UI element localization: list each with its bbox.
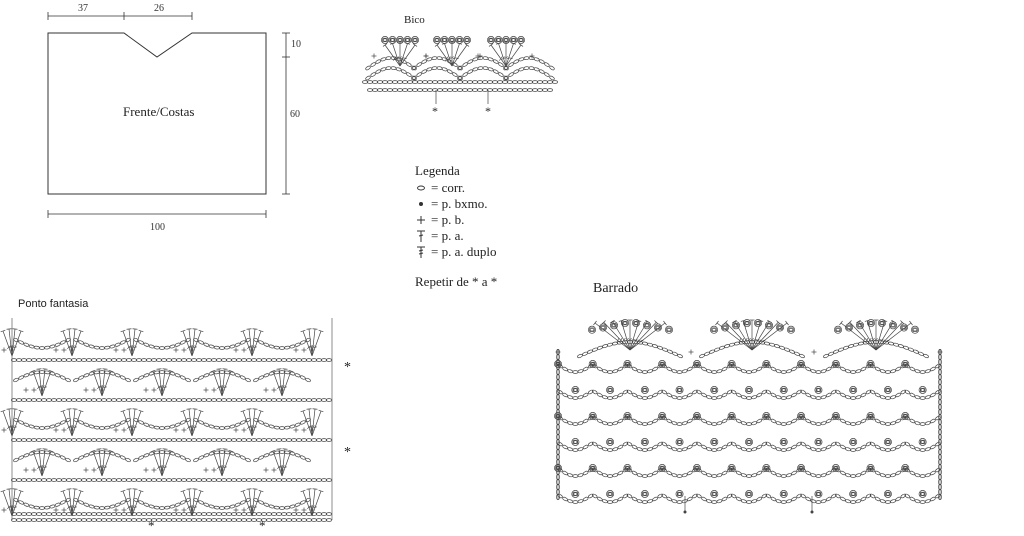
bico-title: Bico (404, 14, 425, 26)
legend-text-dc: = p. a. (431, 228, 464, 243)
dim-top-left: 37 (78, 3, 88, 14)
legend-text-chain: = corr. (431, 180, 466, 195)
barrado-title: Barrado (593, 281, 639, 296)
dim-bottom: 100 (150, 222, 165, 233)
ponto-repeat-bottom-1: * (148, 518, 155, 533)
dc-icon (417, 230, 425, 242)
legend-text-slip: = p. bxmo. (431, 196, 488, 211)
legend-item-sc: = p. b. (415, 212, 497, 228)
barrado-chart (554, 319, 943, 514)
ponto-repeat-right-1: * (344, 360, 351, 375)
ponto-repeat-bottom-2: * (259, 518, 266, 533)
legend-item-chain: = corr. (415, 180, 497, 196)
legend-text-sc: = p. b. (431, 212, 465, 227)
legend-text-tr: = p. a. duplo (431, 244, 497, 259)
bico-chart (362, 36, 558, 104)
oval-icon (417, 185, 425, 191)
legend-item-tr: = p. a. duplo (415, 244, 497, 260)
ponto-fantasia-chart (0, 318, 333, 522)
bico-repeat-left: * (432, 104, 438, 118)
plus-icon (417, 216, 425, 224)
tr-icon (417, 246, 425, 258)
legend-repeat-note: Repetir de * a * (415, 274, 498, 289)
dim-right-top: 10 (291, 39, 301, 50)
schematic-label: Frente/Costas (123, 104, 195, 119)
ponto-repeat-right-2: * (344, 445, 351, 460)
dot-icon (419, 202, 423, 206)
legend-item-dc: = p. a. (415, 228, 497, 244)
legend: Legenda = corr. = p. bxmo. = p. b. = p. … (415, 163, 497, 290)
dim-right-main: 60 (290, 109, 300, 120)
ponto-title: Ponto fantasia (18, 298, 89, 310)
legend-title: Legenda (415, 163, 460, 178)
dim-top-right: 26 (154, 3, 164, 14)
garment-schematic (47, 12, 290, 218)
bico-repeat-right: * (485, 104, 491, 118)
legend-item-slip: = p. bxmo. (415, 196, 497, 212)
